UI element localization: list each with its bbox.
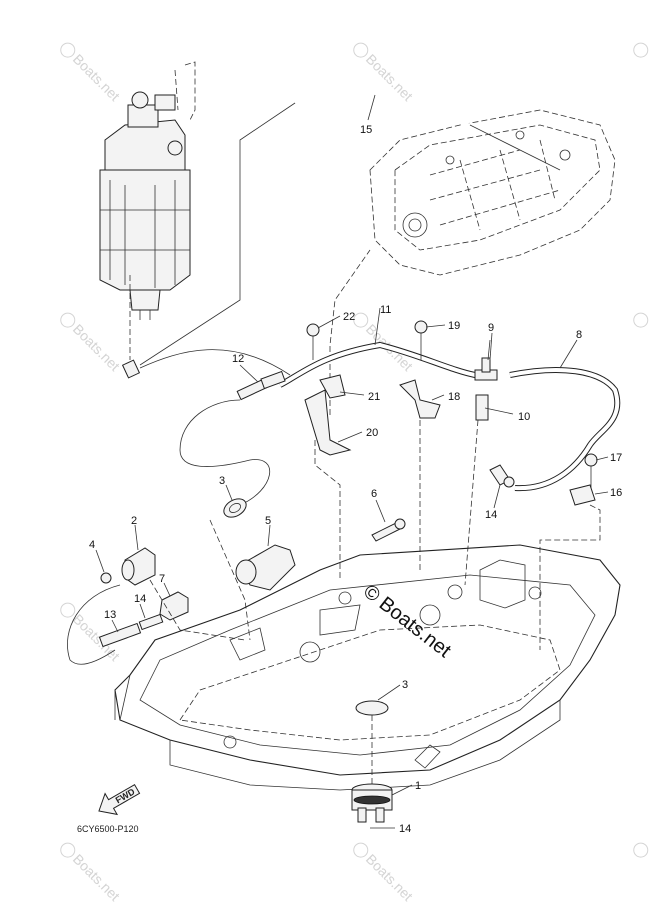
callout-3-bottom: 3 [402,679,408,691]
callout-18: 18 [448,391,460,403]
grommet-1 [351,783,395,829]
callout-7: 7 [159,573,165,585]
watermark-text: Boats.net [70,51,123,104]
leader-lines [95,94,609,796]
forward-arrow-icon: FWD [98,783,141,816]
watermark-text: Boats.net [363,851,416,904]
center-watermark-text: Boats.net [375,593,455,663]
bottom-cowling-illustration [114,544,621,791]
engine-assembly-illustration [99,61,196,379]
hose-15 [139,84,561,366]
callout-22: 22 [343,311,355,323]
callout-5: 5 [265,515,271,527]
callout-15: 15 [360,124,372,136]
clip-16 [489,464,601,650]
hose-11 [139,341,476,388]
grommet-parts [209,498,296,641]
watermark-text: Boats.net [70,321,123,374]
callout-16: 16 [610,487,622,499]
callout-2: 2 [131,515,137,527]
callout-9: 9 [488,322,494,334]
callout-8: 8 [576,329,582,341]
callout-labels: 15 11 22 19 9 8 12 21 18 20 10 17 16 14 … [89,124,622,835]
left-fittings [100,547,246,641]
hose-13 [67,370,286,665]
center-watermark: © Boats.net [359,580,455,662]
callout-10: 10 [518,411,530,423]
callout-14-left: 14 [134,593,146,605]
callout-1: 1 [415,780,421,792]
callout-19: 19 [448,320,460,332]
callout-12: 12 [232,353,244,365]
callout-17: 17 [610,452,622,464]
callout-14-bottom: 14 [399,823,411,835]
callout-14-right: 14 [485,509,497,521]
callout-3-top: 3 [219,475,225,487]
clamps [304,374,479,586]
engine-base-illustration [329,109,616,415]
callout-4: 4 [89,539,95,551]
callout-13: 13 [104,609,116,621]
tee-joint-9 [474,339,498,421]
watermark-text: Boats.net [363,51,416,104]
watermark-text: Boats.net [70,851,123,904]
callout-11: 11 [380,304,391,316]
hose-8 [509,367,621,492]
diagram-code: 6CY6500-P120 [77,824,139,834]
callout-6: 6 [371,488,377,500]
callout-20: 20 [366,427,378,439]
callout-21: 21 [368,391,380,403]
